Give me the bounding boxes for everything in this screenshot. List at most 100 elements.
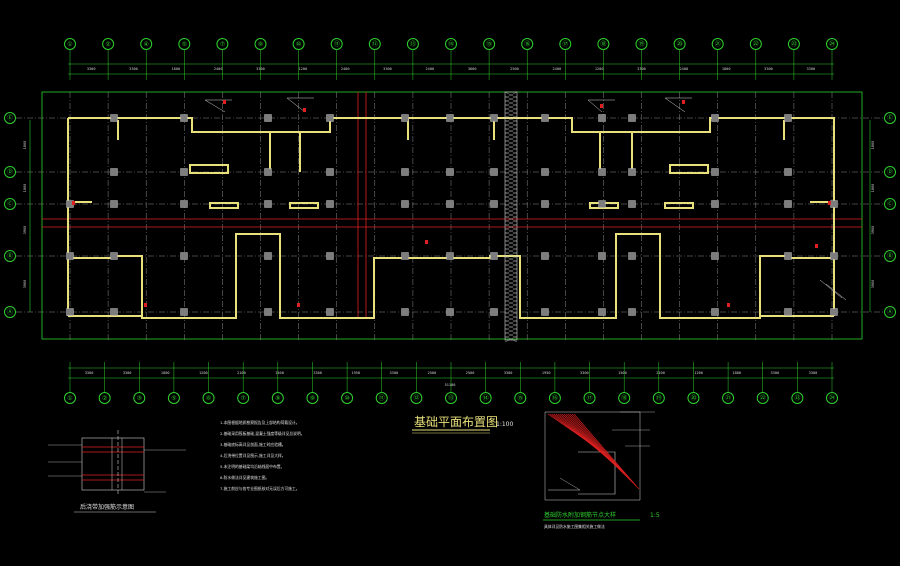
design-note-line: 4.后浇带位置详见图示,施工详见大样。 [220,453,286,458]
rebar-detail-left [48,430,186,513]
column-markers [66,114,838,316]
column-marker [401,114,409,122]
dim-text-top: 1800 [722,67,731,71]
axis-bubble-top [292,38,305,50]
column-marker [490,168,498,176]
axis-bubble-side [4,306,16,318]
dim-text-top: 1200 [299,67,308,71]
dim-text-side: 1800 [23,184,27,193]
axis-label-bottom: ⑳ [690,394,696,402]
axis-label-bottom: ⑯ [552,394,558,402]
axis-bubble-bottom [618,392,631,404]
axis-bubble-bottom [167,392,180,404]
column-marker [446,168,454,176]
axis-bubble-bottom [237,392,250,404]
axis-label-bottom: ② [102,395,107,402]
axis-label-bottom: ⑰ [587,394,593,402]
column-marker [628,252,636,260]
dim-text-top: 1800 [172,67,181,71]
column-marker [326,200,334,208]
dim-text-top: 2400 [426,67,435,71]
column-marker [66,252,74,260]
axis-label-top: ㉒ [753,40,759,48]
axis-bubble-bottom [445,392,457,404]
dim-text-top: 3300 [637,67,646,71]
overall-dimension: 51100 [445,383,456,387]
axis-label-bottom: ⑧ [275,395,280,402]
axis-label-top: ② [105,41,110,48]
column-marker [110,168,118,176]
column-marker [598,308,606,316]
dim-text-top: 3300 [383,67,392,71]
column-marker [598,200,606,208]
dim-text-top: 3300 [256,67,265,71]
axis-bubble-top [140,38,153,50]
column-marker [490,200,498,208]
axis-label-top: ⑯ [524,40,530,48]
axis-label-top: ⑦ [220,41,225,48]
axis-bubble-side [884,112,896,124]
column-marker [446,200,454,208]
column-marker [598,168,606,176]
axis-label-side: Ⓒ [887,200,893,208]
axis-label-top: ⑰ [562,40,568,48]
column-marker [711,200,719,208]
dim-text-bottom: 1950 [542,371,551,375]
axis-bubble-side [4,250,16,262]
axis-label-side: Ⓔ [7,114,13,122]
dim-text-bottom: 3300 [85,371,94,375]
dim-text-bottom: 3300 [580,371,589,375]
column-marker [326,308,334,316]
axis-label-side: Ⓓ [7,168,13,176]
axis-label-top: ⑩ [296,41,301,48]
axis-bubble-top [445,38,457,50]
axis-label-bottom: ㉔ [829,394,835,402]
axis-label-top: ⑭ [448,40,454,48]
dim-text-top: 1200 [595,67,604,71]
dim-text-bottom: 3300 [313,371,322,375]
dim-text-bottom: 1500 [275,371,284,375]
axis-bubble-bottom [583,392,596,404]
axis-bubble-top [673,38,686,50]
dim-text-top: 2500 [510,67,519,71]
left-detail-title: 后浇带加强筋示意图 [80,503,134,511]
leader-annotations [204,97,847,301]
axis-bubble-bottom [756,392,769,404]
dim-text-side: 3900 [871,226,875,235]
axis-bubble-top [330,38,343,50]
dim-text-side: 1800 [871,141,875,150]
dim-text-top: 3300 [87,67,96,71]
axis-bubble-top [711,38,724,50]
axis-bubble-top [559,38,572,50]
column-marker [264,252,272,260]
dim-text-bottom: 2100 [237,371,246,375]
dim-text-top: 2400 [680,67,689,71]
column-marker [264,114,272,122]
dim-text-top: 3600 [468,67,477,71]
axis-label-bottom: ⑫ [413,394,419,402]
column-marker [541,168,549,176]
design-note-line: 6.防水做法详见建筑施工图。 [220,475,269,480]
axis-bubble-bottom [375,392,388,404]
column-marker [541,308,549,316]
column-marker [541,252,549,260]
axis-label-side: Ⓔ [887,114,893,122]
column-marker [784,168,792,176]
dim-text-side: 1800 [23,141,27,150]
axis-label-top: ㉓ [791,40,797,48]
foundation-walls [67,117,835,319]
column-marker [628,308,636,316]
column-marker [110,114,118,122]
column-marker [180,252,188,260]
dim-text-bottom: 1500 [618,371,627,375]
axis-bubble-bottom [548,392,561,404]
fan-rebar [569,413,634,484]
axis-bubble-side [4,166,16,178]
